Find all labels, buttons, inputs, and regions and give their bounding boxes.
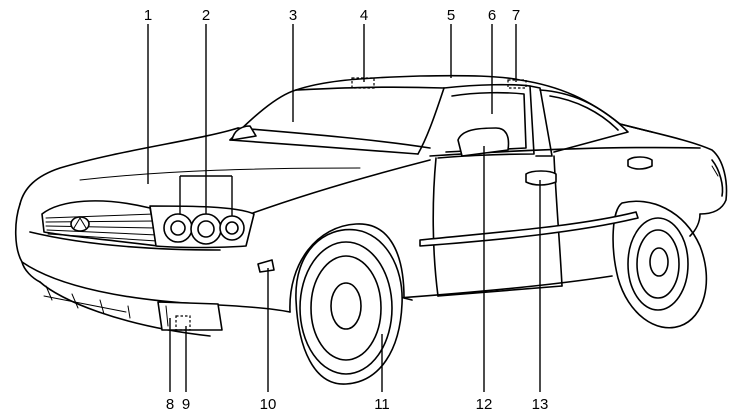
callout-9: 9 <box>182 396 190 413</box>
callout-10: 10 <box>260 396 277 413</box>
callout-labels: 1 2 3 4 5 6 7 8 9 10 11 12 13 <box>144 7 549 413</box>
callout-13: 13 <box>532 396 549 413</box>
callout-11: 11 <box>374 396 390 413</box>
callout-6: 6 <box>488 7 496 24</box>
callout-3: 3 <box>289 7 297 24</box>
rain-sensor-outline <box>351 77 375 89</box>
callout-8: 8 <box>166 396 174 413</box>
fog-sensor-outline <box>175 315 191 331</box>
callout-1: 1 <box>144 7 152 24</box>
car-body <box>14 74 728 385</box>
callout-2: 2 <box>202 7 210 24</box>
leader-lines <box>147 24 541 392</box>
callout-12: 12 <box>476 396 493 413</box>
hidden-parts <box>175 77 527 331</box>
rear-wheel <box>612 200 708 329</box>
roof-antenna-outline <box>507 79 527 89</box>
callout-7: 7 <box>512 7 520 24</box>
callout-4: 4 <box>360 7 368 24</box>
callout-5: 5 <box>447 7 455 24</box>
